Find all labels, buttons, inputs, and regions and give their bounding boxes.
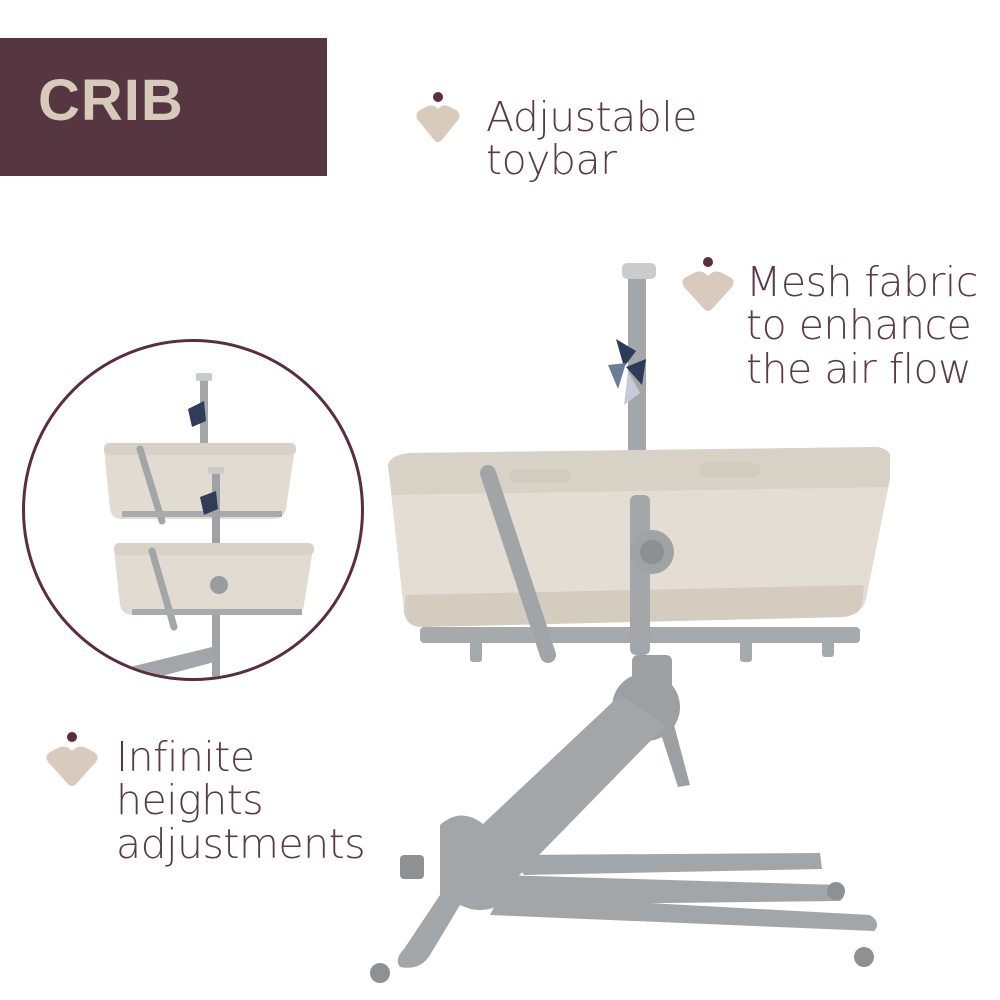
- height-comparison-inset: [22, 339, 364, 681]
- heart-dot-icon: [680, 255, 736, 315]
- heart-dot-icon: [44, 730, 100, 790]
- feature-adjustable-toybar: Adjustable toybar: [414, 90, 697, 183]
- banner-title: CRIB: [38, 68, 184, 133]
- two-height-crib-illustration: [104, 373, 314, 678]
- feature-mesh-fabric: Mesh fabric to enhance the air flow: [680, 255, 978, 391]
- feature-line: toybar: [486, 136, 617, 185]
- feature-line: adjustments: [116, 819, 366, 868]
- feature-line: Infinite: [116, 733, 255, 781]
- feature-line: the air flow: [746, 344, 972, 393]
- pinwheel-toy-icon: [608, 339, 646, 405]
- feature-line: Adjustable: [486, 93, 697, 141]
- heart-dot-icon: [414, 90, 470, 150]
- title-banner: [0, 38, 327, 176]
- feature-line: Mesh fabric: [746, 258, 978, 306]
- feature-infinite-heights: Infinite heights adjustments: [44, 730, 366, 868]
- crib-product-image: [370, 263, 890, 983]
- feature-line: to enhance: [746, 301, 972, 350]
- feature-line: heights: [116, 776, 264, 825]
